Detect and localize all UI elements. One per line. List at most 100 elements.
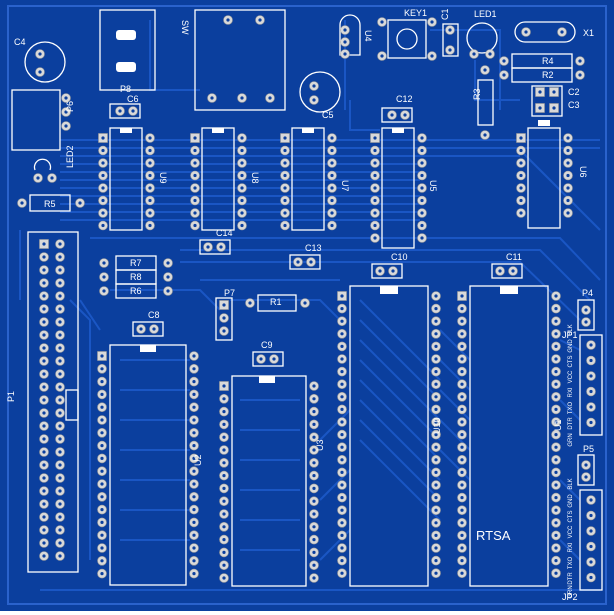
label-c13: C13 [305, 243, 322, 253]
pad-hole [519, 198, 523, 203]
pad-hole [193, 211, 197, 215]
jp2-pin-label: VCC [568, 525, 574, 538]
pad-hole [219, 245, 223, 249]
pad-hole [434, 382, 438, 386]
pad-hole [511, 269, 515, 273]
pad-hole [578, 59, 582, 63]
pad-hole [498, 269, 502, 273]
pad-hole [566, 136, 570, 140]
pad-hole [340, 370, 344, 374]
pad-hole [192, 444, 196, 448]
jp1-pin-label: DTR [568, 417, 574, 430]
p1-key [65, 389, 79, 421]
pad-hole [192, 482, 196, 486]
pad-hole [100, 405, 104, 409]
p6-outline [11, 89, 61, 151]
u6-outline [527, 127, 561, 229]
c13-outline [289, 254, 321, 270]
pad-hole [434, 395, 438, 399]
pad-hole [240, 136, 244, 140]
pad-hole [100, 431, 104, 435]
pad-hole [100, 546, 104, 550]
pad-hole [58, 333, 62, 337]
pad-hole [312, 98, 316, 102]
pad-hole [373, 198, 377, 203]
pad-hole [434, 332, 438, 336]
pad-hole [330, 186, 334, 190]
key1-button-ring [396, 28, 418, 50]
pad-hole [420, 198, 424, 203]
pad-hole [222, 563, 226, 567]
c11-outline [491, 263, 523, 279]
pad-hole [340, 508, 344, 512]
pad-hole [460, 521, 464, 525]
label-c6: C6 [127, 94, 139, 104]
pad-hole [584, 320, 588, 324]
jp1-outline [579, 334, 603, 436]
pad-hole [460, 395, 464, 399]
pad-hole [554, 395, 558, 399]
jp2-pin-label: GND [568, 494, 574, 508]
pad-hole [64, 96, 68, 100]
pad-hole [192, 572, 196, 576]
pad-hole [460, 370, 464, 374]
pad-hole [58, 476, 62, 480]
label-led2: LED2 [65, 145, 75, 168]
pad-hole [566, 173, 570, 178]
pad-hole [460, 483, 464, 487]
r1-outline [257, 294, 297, 312]
c6-outline [109, 103, 141, 119]
pad-hole [343, 28, 347, 32]
pad-hole [248, 301, 252, 305]
c10-outline [371, 263, 403, 279]
jp2-pin-label: TXO [568, 557, 574, 570]
pad-hole [340, 420, 344, 424]
pad-hole [192, 533, 196, 537]
pad-hole [192, 431, 196, 435]
pad-hole [100, 559, 104, 563]
pad-hole [222, 474, 226, 478]
pad-hole [330, 161, 334, 165]
pad-hole [554, 483, 558, 487]
pad-hole [340, 496, 344, 500]
pad-hole [554, 571, 558, 575]
pad-hole [192, 380, 196, 384]
pad-hole [554, 559, 558, 563]
pad-hole [373, 223, 377, 228]
pad-hole [283, 173, 287, 178]
pad-hole [566, 198, 570, 203]
pad-hole [100, 469, 104, 473]
pad-hole [554, 470, 558, 474]
pad-hole [373, 161, 377, 165]
pad-hole [430, 54, 434, 58]
pad-hole [373, 186, 377, 190]
r5-outline [29, 194, 71, 212]
pad-hole [519, 211, 523, 215]
pad-hole [340, 332, 344, 336]
pad-hole [222, 435, 226, 439]
pad-hole [552, 90, 556, 94]
pad-hole [42, 294, 46, 298]
label-u3: U3 [315, 439, 325, 451]
pad-hole [554, 420, 558, 424]
jp1-pin-label: GND [568, 339, 574, 353]
pad-hole [102, 289, 106, 293]
pad-hole [460, 470, 464, 474]
pad-hole [312, 435, 316, 439]
pad-hole [42, 320, 46, 324]
pad-hole [58, 437, 62, 441]
pad-hole [554, 496, 558, 500]
pad-hole [222, 316, 226, 320]
pad-hole [193, 161, 197, 165]
pad-hole [58, 268, 62, 272]
pad-hole [434, 319, 438, 323]
pad-hole [192, 367, 196, 371]
pad-hole [343, 40, 347, 44]
pad-hole [148, 211, 152, 215]
pad-hole [222, 303, 226, 307]
pad-hole [101, 186, 105, 190]
label-led1: LED1 [474, 9, 497, 19]
pad-hole [460, 319, 464, 323]
pad-hole [554, 407, 558, 411]
